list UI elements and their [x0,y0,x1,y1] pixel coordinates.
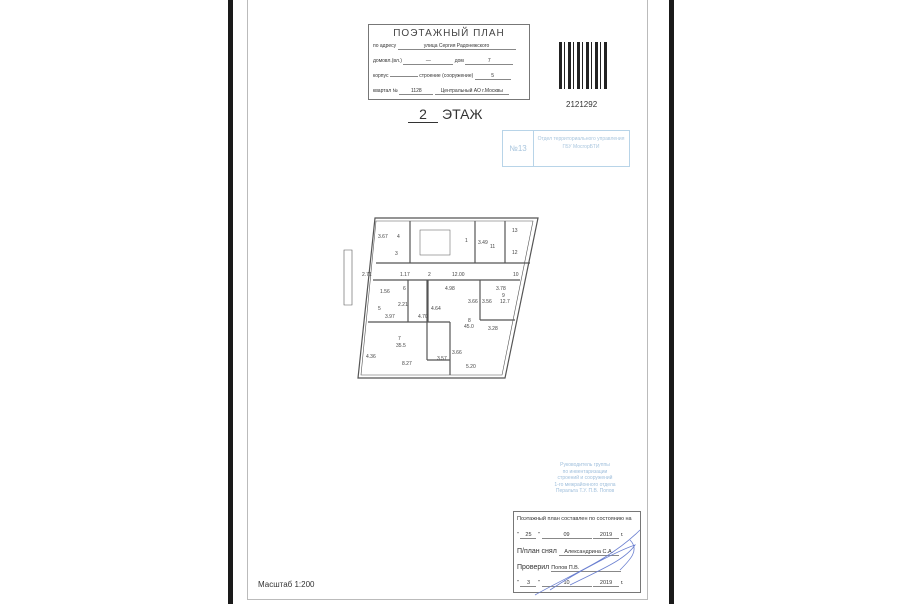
date2-month: 10 [541,580,592,587]
room-number: 2 [428,272,431,278]
kvartal-label: квартал № [373,88,398,94]
scan-edge-right [669,0,674,604]
stamp: №13 Отдел территориального управления ГБ… [502,130,630,167]
room-area: 45.0 [464,324,474,330]
title-block: ПОЭТАЖНЫЙ ПЛАН по адресу улица Сергия Ра… [368,24,530,100]
district-value: Центральный АО г.Москвы [434,88,509,95]
dimension: 4.70 [418,314,428,320]
scan-edge-left [228,0,233,604]
room-number: 6 [403,286,406,292]
room-number: 11 [490,244,495,250]
room-number: 4 [397,234,400,240]
room-number: 8 [468,318,471,324]
signer-line: строений и сооружений [557,475,613,481]
qr-code [559,42,607,89]
room-number: 13 [512,228,518,234]
address-label: по адресу [373,43,397,49]
year-suffix: г. [620,532,624,538]
document-title: ПОЭТАЖНЫЙ ПЛАН [393,28,505,39]
stamp-number: №13 [503,131,534,166]
year-suffix: г. [620,580,624,586]
dimensions: 3.67 3.49 2.71 1.17 12.00 1.56 2.21 4.98… [362,234,506,370]
dimension: 4.36 [366,354,376,360]
signer-line: Перальта Т.У. П.В. Попов [555,488,615,494]
dimension: 8.27 [402,361,412,367]
room-number: 12 [512,250,518,256]
dimension: 3.56 [482,299,492,305]
dom-value: 7 [465,58,514,65]
checked-label: Проверил [517,564,550,571]
room-number: 5 [378,306,381,312]
floor-label: ЭТАЖ [442,106,483,122]
signer-line: по инвентаризации [562,468,608,475]
dimension: 3.28 [488,326,498,332]
date1-year: 2019 [593,532,620,539]
dimension: 5.20 [466,364,476,370]
dimension: 3.66 [468,299,478,305]
dimension: 2.21 [398,302,408,308]
floor-number: 2 [408,106,438,123]
dom-label: дом [454,58,464,64]
room-area: 35.5 [396,343,406,349]
dimension: 3.97 [385,314,395,320]
date1-month: 09 [541,532,592,539]
page-frame [247,0,648,600]
signoff-block: Поэтажный план составлен по состоянию на… [513,511,641,593]
room-number: 1 [465,238,468,244]
dimension: 1.17 [400,272,410,278]
date2-year: 2019 [593,580,620,587]
address-value: улица Сергия Радонежского [397,43,516,50]
floor-plan: 1 2 3 4 5 6 7 8 9 10 11 12 13 35.5 45.0 … [343,217,539,379]
stroenie-label: строение (сооружение) [419,73,474,79]
dimension: 1.56 [380,289,390,295]
dimension: 2.71 [362,272,372,278]
dimension: 3.78 [496,286,506,292]
date2-day: 3 [520,580,537,587]
signer-line: 1-го межрайонного отдела [554,481,616,488]
checked-value: Попов П.В. [551,565,622,572]
domovl-label: домовл.(вл.) [373,58,402,64]
dimension: 4.64 [431,306,441,312]
taken-value: Александрина С.А. [558,549,619,556]
room-numbers: 1 2 3 4 5 6 7 8 9 10 11 12 13 35.5 45.0 … [378,228,519,349]
stroenie-value: 5 [474,73,511,80]
date1-day: 25 [520,532,537,539]
korpus-label: корпус [373,73,389,79]
dimension: 3.67 [378,234,388,240]
signoff-title: Поэтажный план составлен по состоянию на [517,516,632,522]
signer-line: Руководитель группы [560,462,610,468]
dimension: 12.00 [452,272,465,278]
room-number: 9 [502,293,505,299]
signature [534,529,641,596]
room-area: 12.7 [500,299,510,305]
room-number: 10 [513,272,519,278]
taken-label: П/план снял [517,548,557,555]
room-number: 3 [395,251,398,257]
room-number: 7 [398,336,401,342]
dimension: 3.49 [478,240,488,246]
scale-label: Масштаб 1:200 [258,580,315,589]
dimension: 3.57 [437,356,447,362]
kvartal-value: 1128 [399,88,434,95]
qr-number: 2121292 [566,100,598,109]
stamp-text: Отдел территориального управления ГБУ Мо… [537,136,625,150]
dimension: 4.98 [445,286,455,292]
domovl-value: — [403,58,454,65]
signer-stamp: Руководитель группы по инвентаризации ст… [530,462,640,495]
dimension: 3.66 [452,350,462,356]
